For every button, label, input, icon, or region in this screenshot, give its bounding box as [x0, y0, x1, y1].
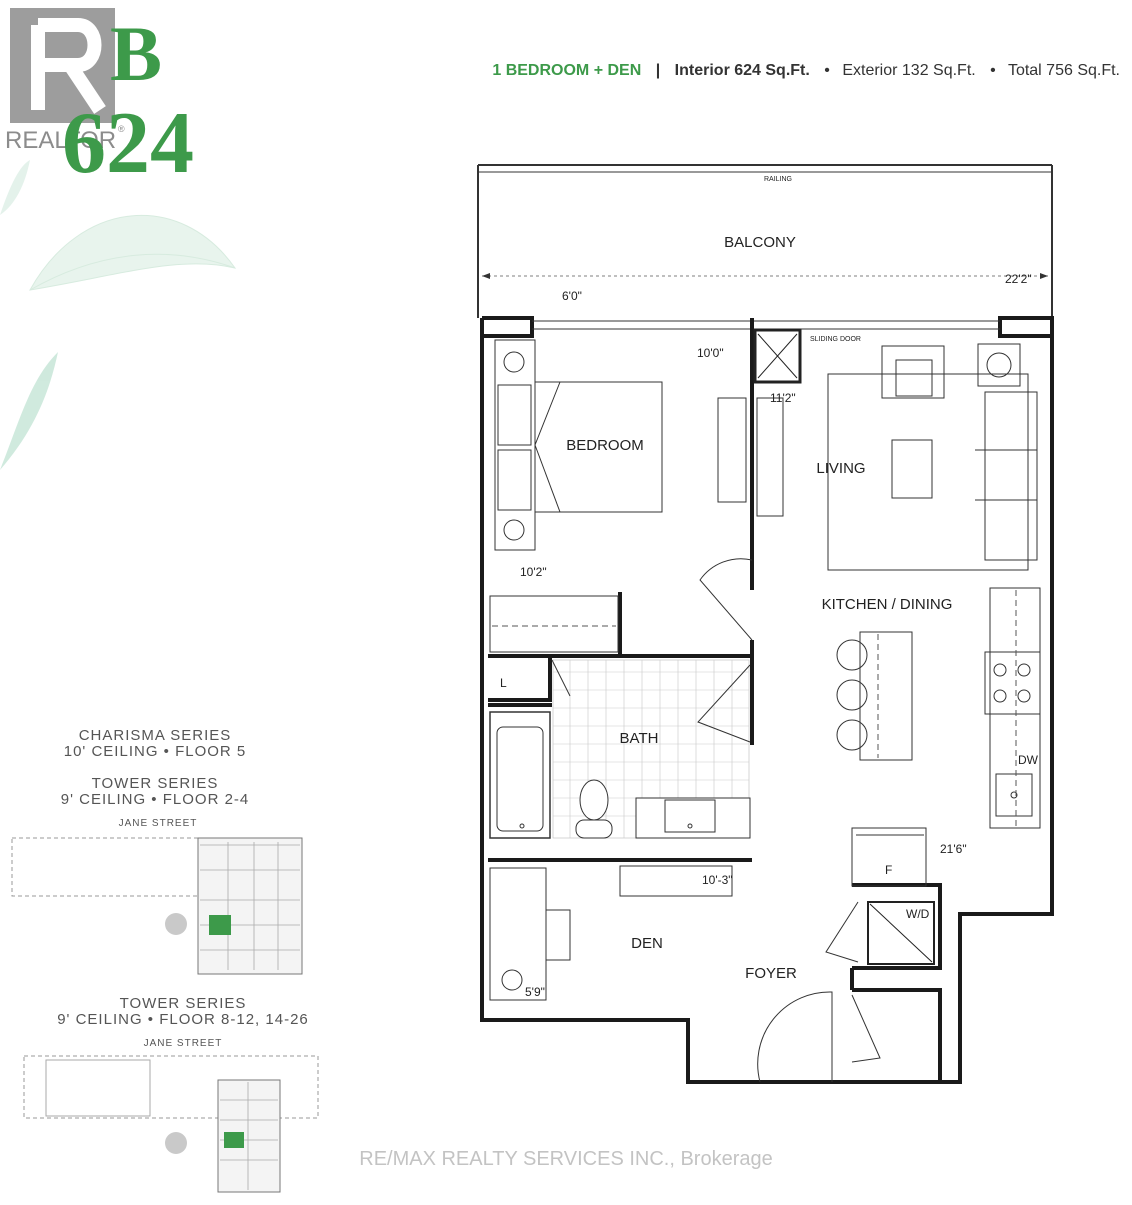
sliding-door-label: SLIDING DOOR: [810, 336, 861, 343]
balcony-width-dim: 22'2": [1005, 272, 1032, 286]
linen-door: [551, 659, 571, 697]
key-plan-2-unit-highlight: [224, 1132, 244, 1148]
unit-letter: B: [110, 10, 162, 97]
living-furniture: [756, 343, 1038, 571]
closet: [489, 595, 619, 653]
kitchen-depth-dim: 21'6": [940, 842, 967, 856]
key-plan-1: CHARISMA SERIES 10' CEILING • FLOOR 5 TO…: [11, 727, 303, 975]
balcony-railing: [477, 164, 1053, 318]
den-label: DEN: [631, 935, 663, 952]
closet-door: [851, 994, 881, 1063]
compass-icon: [165, 913, 187, 935]
header-separator: |: [656, 62, 660, 79]
linen-label: L: [500, 676, 507, 690]
fridge-label: F: [885, 863, 892, 877]
living-label: LIVING: [816, 460, 865, 477]
key-plan-1-street: JANE STREET: [119, 818, 198, 829]
den-furniture: [489, 865, 733, 1001]
bathtub: [489, 711, 551, 839]
floor-plan-drawing: RAILING BALCONY 22'2" 6'0" SLIDING DOOR …: [477, 164, 1054, 1084]
living-width-dim: 11'2": [770, 391, 796, 405]
key-plan-2-line-1: TOWER SERIES: [120, 995, 247, 1012]
kitchen-island: [836, 631, 913, 761]
foyer-label: FOYER: [745, 965, 797, 982]
bedroom-label: BEDROOM: [566, 437, 644, 454]
key-plan-1-line-3: TOWER SERIES: [92, 775, 219, 792]
fridge: [851, 827, 927, 887]
realtor-mark-text: REALTOR: [5, 127, 116, 154]
washer-dryer: [867, 901, 935, 965]
interior-walls: [488, 318, 942, 1082]
key-plan-2-line-2: 9' CEILING • FLOOR 8-12, 14-26: [57, 1011, 309, 1028]
interior-area: Interior 624 Sq.Ft.: [675, 62, 810, 79]
compass-icon: [165, 1132, 187, 1154]
key-plan-1-unit-highlight: [209, 915, 231, 935]
realtor-logo: REALTOR ®: [5, 8, 125, 154]
kitchen-dining-label: KITCHEN / DINING: [822, 596, 953, 613]
balcony-label: BALCONY: [724, 234, 796, 251]
registered-mark: ®: [118, 124, 125, 134]
unit-summary-header: 1 BEDROOM + DEN | Interior 624 Sq.Ft. • …: [492, 62, 1120, 79]
exterior-area: Exterior 132 Sq.Ft.: [842, 62, 975, 79]
bedroom-depth-dim: 10'0": [697, 346, 724, 360]
dishwasher-label: DW: [1018, 753, 1039, 767]
railing-label: RAILING: [764, 176, 792, 183]
key-plan-1-line-1: CHARISMA SERIES: [79, 727, 232, 744]
balcony-dimension-line: [482, 273, 1048, 279]
exterior-walls: [480, 316, 1054, 1084]
kitchen-counter: [984, 587, 1041, 830]
washer-dryer-label: W/D: [906, 907, 930, 921]
key-plan-1-line-2: 10' CEILING • FLOOR 5: [64, 743, 247, 760]
bath-door: [697, 664, 751, 743]
den-depth-dim: 5'9": [525, 985, 545, 999]
toilet: [575, 779, 613, 839]
entry-door: [757, 991, 833, 1083]
bedroom-furniture: [494, 339, 747, 551]
key-plan-1-line-4: 9' CEILING • FLOOR 2-4: [61, 791, 250, 808]
laundry-door: [825, 901, 859, 963]
balcony-depth-dim: 6'0": [562, 289, 582, 303]
unit-type: 1 BEDROOM + DEN: [492, 62, 641, 79]
key-plan-2-street: JANE STREET: [144, 1038, 223, 1049]
header-bullet-2: •: [990, 62, 996, 79]
brokerage-watermark: RE/MAX REALTY SERVICES INC., Brokerage: [359, 1148, 772, 1170]
bedroom-width-dim: 10'2": [520, 565, 547, 579]
unit-number: 624: [62, 95, 194, 192]
bedroom-door: [699, 558, 753, 641]
total-area: Total 756 Sq.Ft.: [1008, 62, 1120, 79]
window-wall: [532, 320, 1000, 330]
vanity: [635, 797, 751, 839]
shaft-box: [753, 328, 802, 384]
header-bullet-1: •: [824, 62, 830, 79]
den-width-dim: 10'-3": [702, 873, 733, 887]
bath-label: BATH: [620, 730, 659, 747]
leaf-decoration-icon: [0, 160, 237, 470]
key-plan-2: TOWER SERIES 9' CEILING • FLOOR 8-12, 14…: [23, 995, 319, 1193]
